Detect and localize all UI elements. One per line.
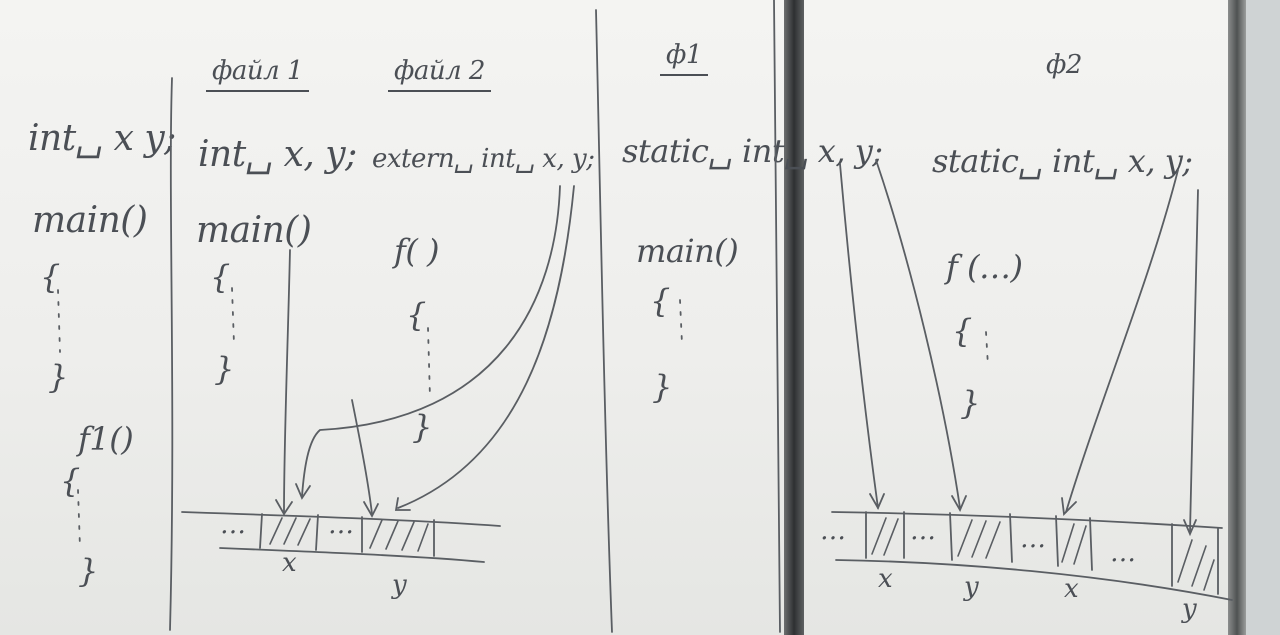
mem2-label-y2: y [1182, 594, 1197, 624]
col5-body-dots [985, 331, 989, 367]
separator-line-2 [595, 9, 613, 633]
mem2-dots-b: … [910, 516, 936, 546]
memory-strip-1 [181, 511, 501, 563]
col1-f1: f1() [78, 420, 134, 458]
arrows-strip-2 [839, 159, 1199, 537]
col3-f: f( ) [394, 232, 439, 270]
col3-close-brace: } [412, 408, 432, 446]
col1-f1-open-brace: { [60, 462, 80, 500]
mem1-dots-a: … [220, 510, 246, 540]
col3-open-brace: { [406, 296, 426, 334]
col4-close-brace: } [652, 368, 672, 406]
col2-open-brace: { [210, 258, 230, 296]
col1-main: main() [32, 200, 148, 241]
mem1-dots-b: … [328, 510, 354, 540]
col1-declaration: int␣ x y; [28, 118, 176, 159]
col5-heading: ф2 [1046, 50, 1082, 80]
mem2-dots-d: … [1110, 538, 1136, 568]
arrows-strip-1 [275, 185, 575, 518]
wall [1246, 0, 1280, 635]
col3-heading: файл 2 [388, 56, 491, 92]
whiteboard-left [0, 0, 784, 635]
whiteboard-right [804, 0, 1228, 635]
col1-close-brace: } [48, 358, 68, 396]
col1-f1-body-dots [77, 489, 81, 549]
mem2-dots-a: … [820, 516, 846, 546]
col4-heading: ф1 [660, 40, 708, 76]
col2-body-dots [231, 287, 235, 345]
mem2-label-y1: y [964, 572, 979, 602]
separator-line-1 [169, 77, 174, 631]
col5-f: f (…) [946, 248, 1023, 286]
col2-close-brace: } [214, 350, 234, 388]
mem1-label-y: y [392, 570, 407, 600]
col2-declaration: int␣ x, y; [198, 134, 357, 175]
col1-f1-close-brace: } [78, 552, 98, 590]
col4-main: main() [636, 232, 739, 270]
col5-declaration: static␣ int␣ x, y; [932, 142, 1193, 180]
col4-body-dots [679, 299, 683, 345]
mem2-dots-c: … [1020, 524, 1046, 554]
mem1-label-x: x [282, 548, 297, 578]
separator-line-3 [773, 0, 781, 633]
col3-body-dots [427, 327, 431, 399]
col1-open-brace: { [40, 258, 60, 296]
board-frame-divider [784, 0, 804, 635]
col5-open-brace: { [952, 312, 972, 350]
memory-strip-2 [831, 511, 1233, 601]
board-frame-right [1228, 0, 1246, 635]
col5-close-brace: } [960, 384, 980, 422]
col2-main: main() [196, 210, 312, 251]
col4-open-brace: { [650, 282, 670, 320]
mem2-label-x2: x [1064, 574, 1079, 604]
col2-heading: файл 1 [206, 56, 309, 92]
col3-declaration: extern␣ int␣ x, y; [372, 144, 595, 174]
col1-body-dots [57, 289, 61, 353]
mem2-label-x1: x [878, 564, 893, 594]
